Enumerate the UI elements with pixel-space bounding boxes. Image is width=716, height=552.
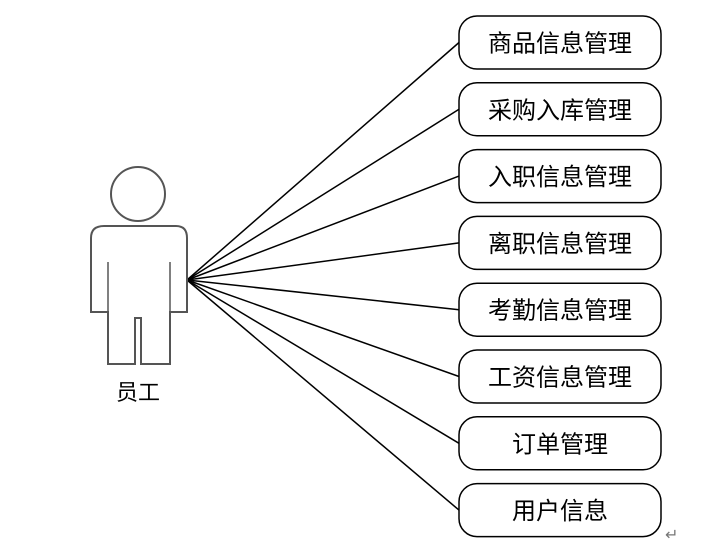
use-case-box: [458, 416, 662, 471]
use-case-label: 离职信息管理: [488, 230, 632, 258]
use-case-box: [458, 349, 662, 404]
association-line: [186, 279, 460, 378]
actor-head: [110, 166, 166, 222]
use-case: 采购入库管理: [458, 82, 662, 137]
association-line: [186, 279, 460, 444]
use-case: 离职信息管理: [458, 215, 662, 271]
use-case: 用户信息: [458, 482, 662, 538]
use-case-label: 入职信息管理: [488, 163, 632, 191]
association-line: [186, 175, 460, 281]
association-lines: [186, 41, 460, 511]
actor-label: 员工: [116, 381, 160, 406]
use-case: 订单管理: [458, 416, 662, 471]
use-case-label: 考勤信息管理: [488, 297, 632, 325]
use-case-box: [458, 82, 662, 137]
association-line: [186, 279, 460, 511]
use-case: 商品信息管理: [458, 15, 662, 70]
use-case-label: 订单管理: [512, 430, 608, 458]
association-line: [186, 279, 460, 311]
use-case-box: [458, 482, 662, 538]
use-case-label: 商品信息管理: [488, 30, 632, 58]
use-case-box: [458, 148, 662, 204]
association-line: [186, 242, 460, 281]
actor-body: [90, 225, 188, 365]
use-case: 入职信息管理: [458, 148, 662, 204]
use-case: 工资信息管理: [458, 349, 662, 404]
association-line: [186, 41, 460, 281]
use-case-box: [458, 15, 662, 70]
use-case-box: [458, 282, 662, 337]
use-case-label: 用户信息: [512, 497, 608, 525]
use-case-box: [458, 215, 662, 271]
actor-figure: [90, 166, 188, 365]
use-case-label: 工资信息管理: [488, 364, 632, 392]
use-case-list: 商品信息管理采购入库管理入职信息管理离职信息管理考勤信息管理工资信息管理订单管理…: [458, 15, 662, 538]
paragraph-mark: ↵: [665, 525, 678, 544]
use-case-label: 采购入库管理: [488, 96, 632, 124]
association-line: [186, 108, 460, 281]
use-case: 考勤信息管理: [458, 282, 662, 337]
